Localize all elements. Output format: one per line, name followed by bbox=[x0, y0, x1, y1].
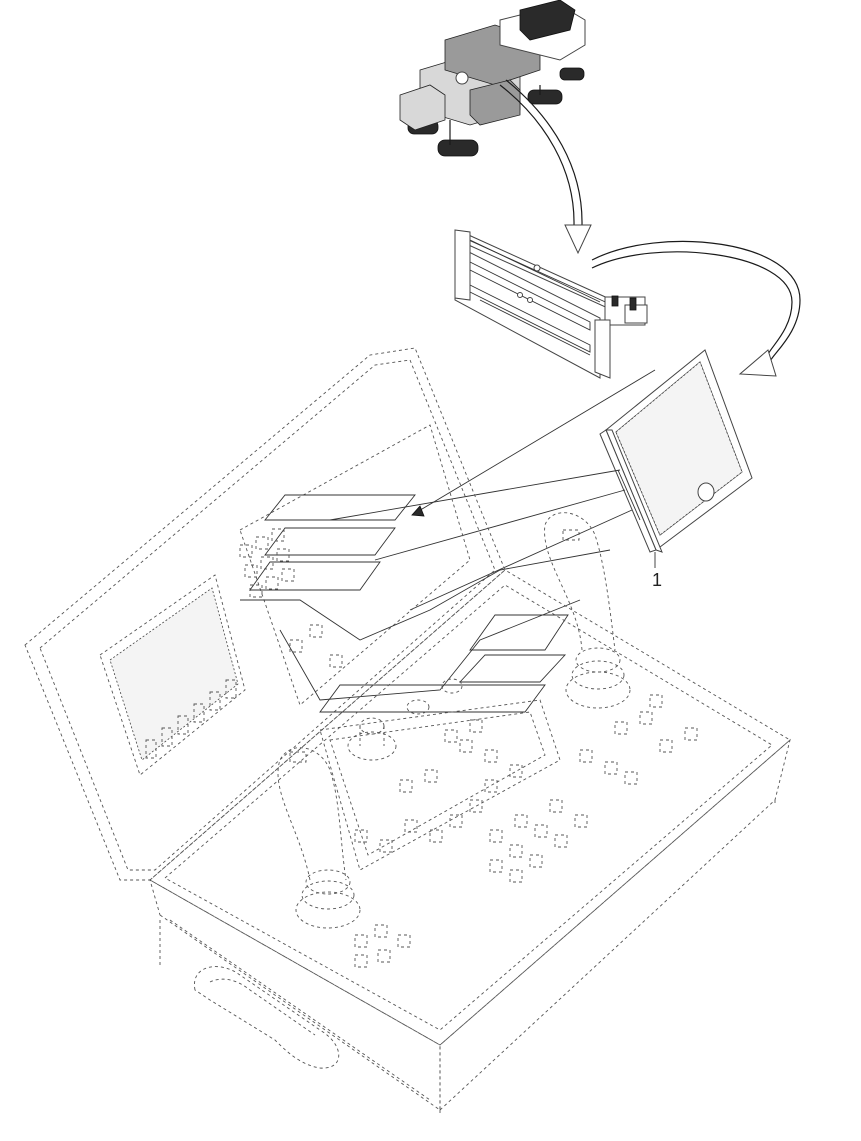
display-unit bbox=[599, 349, 753, 553]
left-display-keys bbox=[145, 679, 237, 759]
rotary-knob bbox=[347, 717, 397, 761]
mounting-bracket-illustration bbox=[454, 229, 648, 379]
assembly-arrow-2 bbox=[591, 240, 801, 377]
milling-machine-illustration bbox=[399, 0, 586, 157]
assembly-arrow-1 bbox=[499, 79, 592, 255]
console-handle bbox=[194, 966, 339, 1069]
desk-keys bbox=[354, 694, 698, 968]
right-joystick bbox=[544, 512, 631, 709]
operator-console-outline bbox=[24, 347, 791, 1115]
installation-leader-lines bbox=[329, 369, 656, 611]
callout-label-1: 1 bbox=[652, 570, 662, 590]
callout-1: 1 bbox=[652, 552, 662, 590]
left-joystick bbox=[277, 747, 361, 929]
small-knob bbox=[406, 678, 463, 715]
upper-panel-keys bbox=[239, 528, 343, 668]
